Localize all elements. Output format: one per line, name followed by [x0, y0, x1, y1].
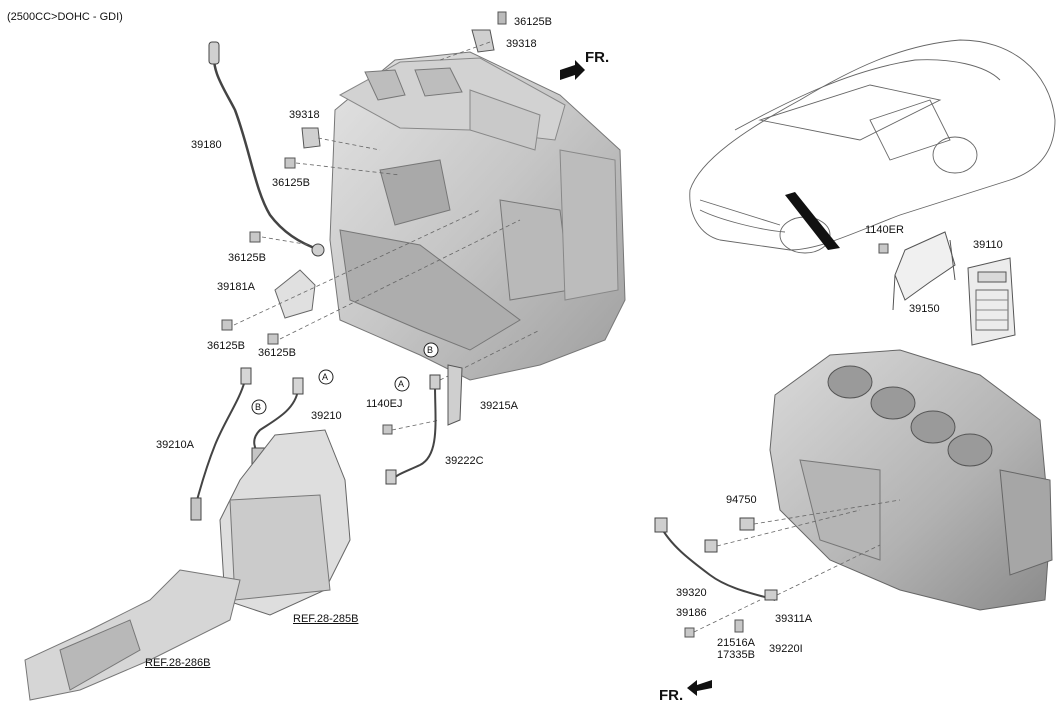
- bolt-1140ER: [878, 243, 889, 254]
- part-label-39215A[interactable]: 39215A: [480, 400, 518, 412]
- leader-lines: [233, 41, 541, 431]
- knock-sensor-harness: [385, 364, 463, 485]
- part-label-39318-top[interactable]: 39318: [506, 38, 537, 50]
- part-label-36125B-mid[interactable]: 36125B: [272, 177, 310, 189]
- fr-label-top: FR.: [585, 49, 610, 66]
- part-label-39110[interactable]: 39110: [973, 239, 1003, 251]
- reference-link-28-286B[interactable]: REF.28-286B: [145, 657, 211, 669]
- part-label-39150[interactable]: 39150: [909, 303, 940, 315]
- engine-spec-header: (2500CC>DOHC - GDI): [7, 11, 123, 23]
- part-label-1140ER[interactable]: 1140ER: [865, 224, 904, 236]
- ecu-location-pointer: [785, 192, 840, 250]
- part-label-39318-mid[interactable]: 39318: [289, 109, 320, 121]
- sensor-cable-39180: [208, 41, 325, 257]
- part-label-36125B-top[interactable]: 36125B: [514, 16, 552, 28]
- bracket-39318-top: [471, 11, 507, 53]
- heat-shield-39181A: [274, 269, 316, 319]
- part-label-39311A[interactable]: 39311A: [775, 613, 813, 625]
- part-label-39222C[interactable]: 39222C: [445, 455, 484, 467]
- part-label-39320[interactable]: 39320: [676, 587, 707, 599]
- part-label-94750[interactable]: 94750: [726, 494, 757, 506]
- ecu-39110: [967, 257, 1016, 346]
- callout-b-2: B: [427, 345, 434, 355]
- bracket-39318-mid: [301, 127, 321, 149]
- callout-a-1: A: [322, 372, 329, 382]
- part-label-21516A[interactable]: 21516A: [717, 637, 755, 649]
- callout-circles: [251, 342, 439, 415]
- callout-b-1: B: [255, 402, 262, 412]
- exhaust-assembly: [24, 429, 351, 701]
- part-label-36125B-bl1[interactable]: 36125B: [207, 340, 245, 352]
- part-label-39210[interactable]: 39210: [311, 410, 342, 422]
- bolt-group: [221, 157, 393, 435]
- ecu-bracket-39150: [892, 231, 956, 311]
- part-label-39181A[interactable]: 39181A: [217, 281, 255, 293]
- fr-arrow-bottom: [687, 680, 712, 696]
- part-label-39180[interactable]: 39180: [191, 139, 222, 151]
- fr-label-bottom: FR.: [659, 687, 684, 704]
- part-label-1140EJ[interactable]: 1140EJ: [366, 398, 403, 410]
- car-outline: [689, 39, 1056, 254]
- block-leader-lines: [693, 499, 901, 633]
- reference-link-28-285B[interactable]: REF.28-285B: [293, 613, 359, 625]
- fr-arrow-top: [560, 60, 585, 80]
- callout-a-2: A: [398, 379, 405, 389]
- oxygen-sensors: [190, 367, 304, 521]
- cylinder-block: [769, 349, 1053, 611]
- part-label-36125B-bl2[interactable]: 36125B: [258, 347, 296, 359]
- part-label-39220I[interactable]: 39220I: [769, 643, 803, 655]
- part-label-36125B-left[interactable]: 36125B: [228, 252, 266, 264]
- part-label-17335B[interactable]: 17335B: [717, 649, 755, 661]
- part-label-39186[interactable]: 39186: [676, 607, 707, 619]
- engine-assembly: [329, 51, 626, 381]
- part-label-39210A[interactable]: 39210A: [156, 439, 194, 451]
